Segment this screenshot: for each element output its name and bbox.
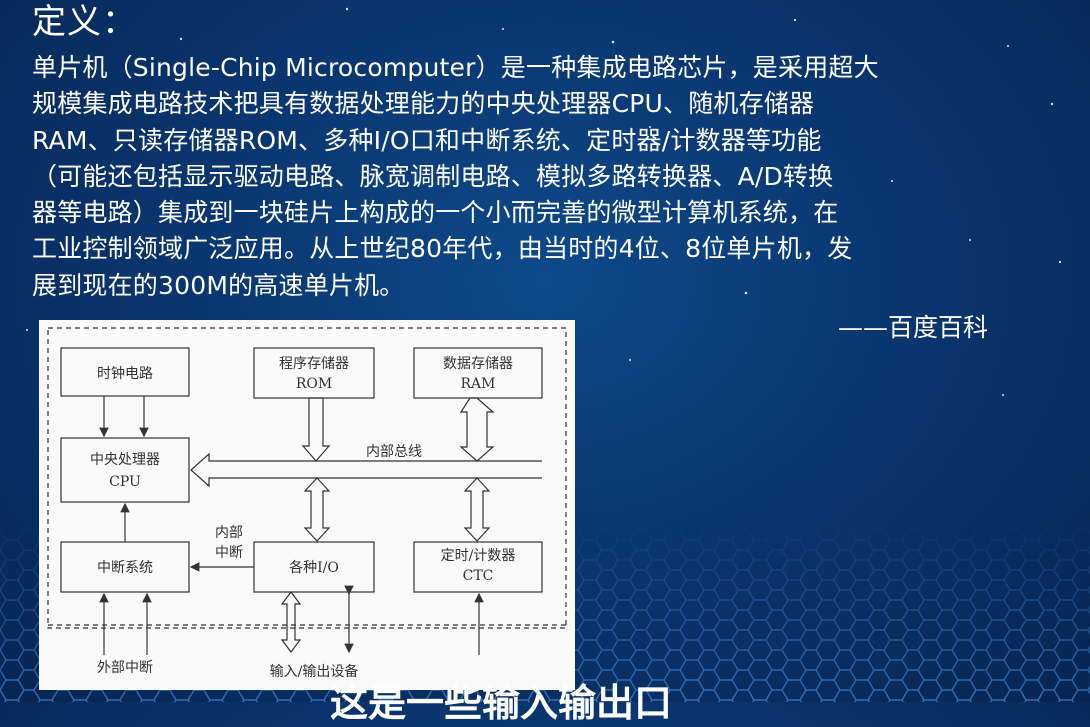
ctc-sub-label: CTC [463,568,494,584]
rom-sub-label: ROM [296,376,332,392]
clock-block [60,347,190,397]
mcu-block-diagram: 时钟电路 程序存储器 ROM 数据存储器 RAM 中央处理器 CPU 内部总线 … [39,320,575,690]
rom-label: 程序存储器 [279,356,349,372]
definition-text: 单片机（Single-Chip Microcomputer）是一种集成电路芯片，… [32,50,1032,304]
internal-interrupt-label-2: 中断 [215,545,243,561]
definition-line: （可能还包括显示驱动电路、脉宽调制电路、模拟多路转换器、A/D转换 [32,161,834,191]
io-label: 各种I/O [289,560,339,576]
bus-label: 内部总线 [366,444,422,460]
definition-line: 规模集成电路技术把具有数据处理能力的中央处理器CPU、随机存储器 [32,89,815,119]
bottom-caption: 这是一些输入输出口 [330,681,673,725]
definition-line: 工业控制领域广泛应用。从上世纪80年代，由当时的4位、8位单片机，发 [32,234,853,264]
io-device-arrow [280,591,302,653]
internal-interrupt-label: 内部 [215,525,243,541]
definition-line: 单片机（Single-Chip Microcomputer）是一种集成电路芯片，… [32,53,879,82]
chip-boundary [47,327,567,629]
cpu-block [60,437,190,503]
ctc-bus-arrow [463,477,491,542]
ram-sub-label: RAM [461,376,496,392]
star-background [26,7,1062,396]
rom-bus-arrow [301,397,331,462]
slide-title: 定义： [32,2,137,42]
clock-label: 时钟电路 [97,365,153,382]
interrupt-label: 中断系统 [97,560,153,576]
cpu-label: 中央处理器 [90,452,160,468]
ram-block [413,347,543,399]
definition-line: 器等电路）集成到一块硅片上构成的一个小而完善的微型计算机系统，在 [32,198,839,228]
definition-line: 展到现在的300M的高速单片机。 [32,270,405,300]
io-bus-arrow [303,477,331,542]
ram-bus-arrow [459,397,495,462]
ctc-label: 定时/计数器 [441,548,516,564]
source-attribution: ——百度百科 [838,313,989,342]
cpu-sub-label: CPU [109,474,141,490]
io-device-label: 输入/输出设备 [270,663,359,680]
ram-label: 数据存储器 [443,356,513,372]
definition-line: RAM、只读存储器ROM、多种I/O口和中断系统、定时器/计数器等功能 [32,125,822,155]
internal-bus-arrow [190,452,542,488]
external-interrupt-label: 外部中断 [97,660,153,676]
ctc-block [413,541,543,593]
